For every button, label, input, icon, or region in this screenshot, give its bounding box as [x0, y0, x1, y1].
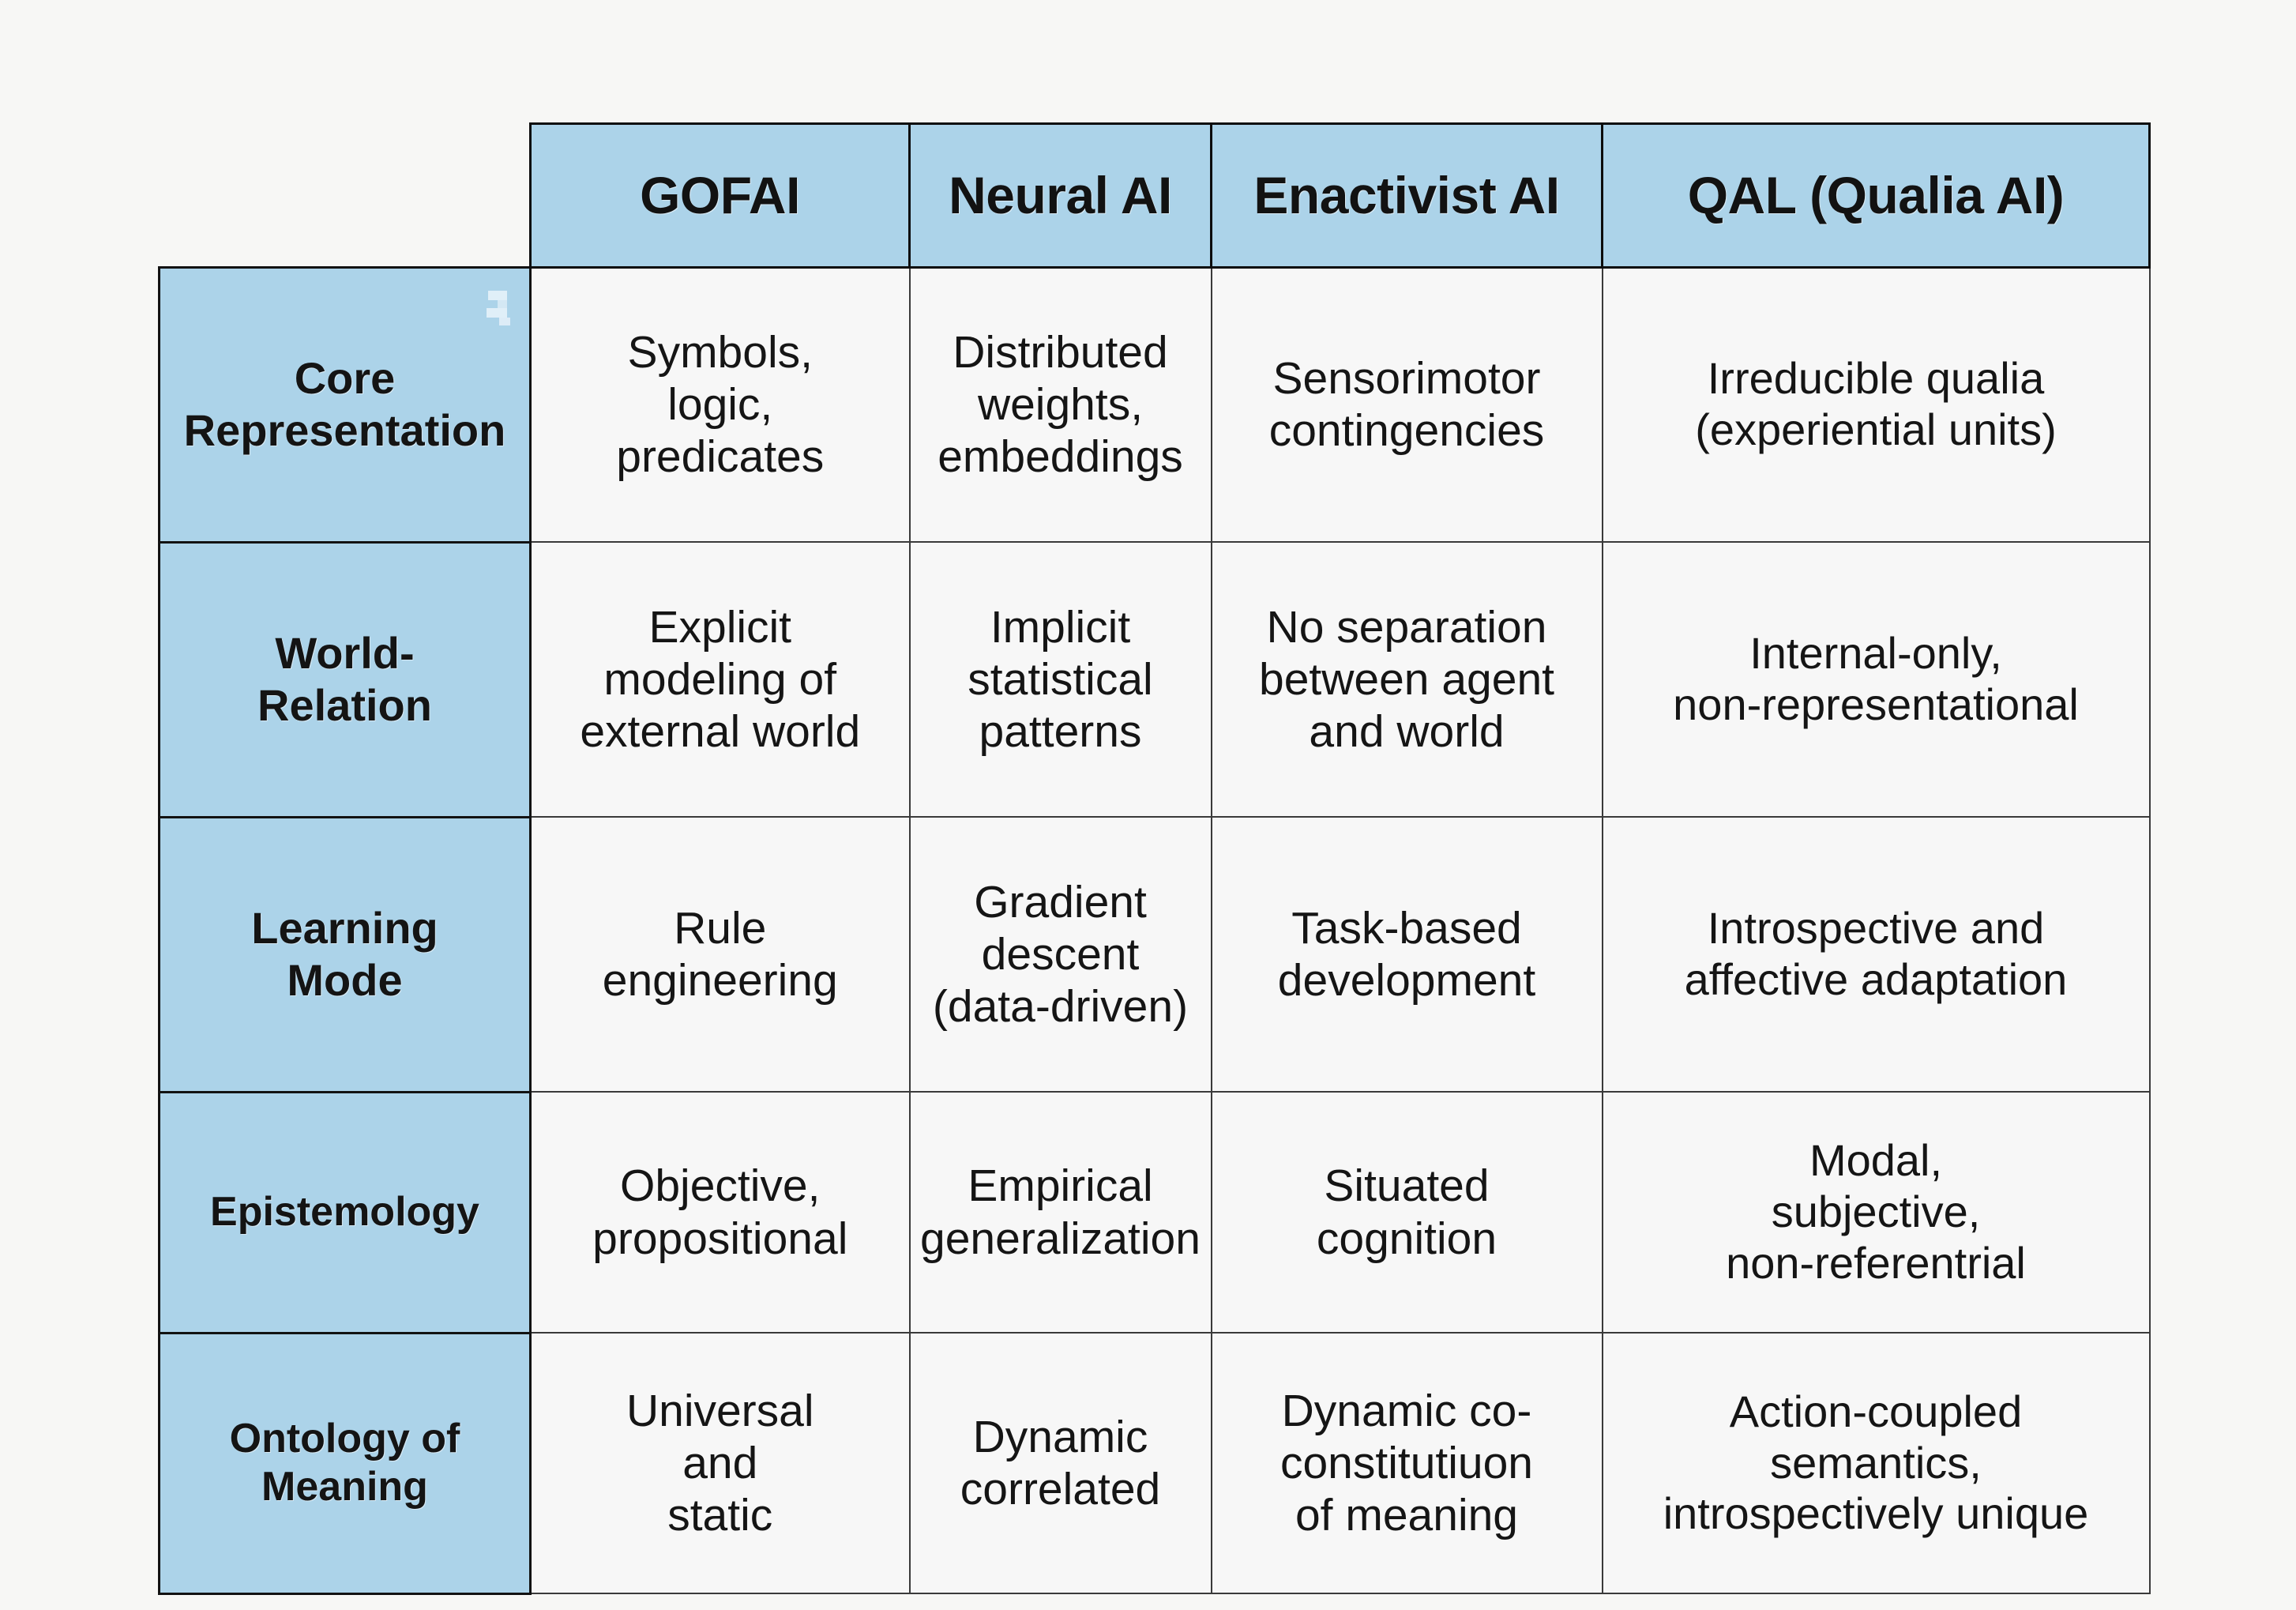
ai-paradigm-comparison-table: GOFAI Neural AI Enactivist AI QAL (Quali… [158, 122, 2151, 1595]
cell-learning-mode-neural: Gradient descent (data-driven) [908, 816, 1212, 1093]
white-pixel-artifact [485, 290, 512, 327]
table-row-core-representation: Core Representation Symbols, logic, pred… [158, 265, 2151, 544]
table-corner-cell [160, 124, 531, 268]
cell-ontology-gofai: Universal and static [529, 1332, 911, 1594]
cell-core-representation-enactivist: Sensorimotor contingencies [1210, 266, 1603, 543]
cell-world-relation-gofai: Explicit modeling of external world [529, 541, 911, 818]
cell-epistemology-enactivist: Situated cognition [1210, 1091, 1603, 1334]
column-header-gofai: GOFAI [529, 122, 911, 269]
table-row-ontology-of-meaning: Ontology of Meaning Universal and static… [158, 1331, 2151, 1595]
table-row-world-relation: World- Relation Explicit modeling of ext… [158, 540, 2151, 818]
table-row-learning-mode: Learning Mode Rule engineering Gradient … [158, 815, 2151, 1093]
cell-epistemology-neural: Empirical generalization [908, 1091, 1212, 1334]
row-label-epistemology: Epistemology [158, 1090, 532, 1334]
cell-learning-mode-qal: Introspective and affective adaptation [1601, 816, 2151, 1093]
cell-world-relation-enactivist: No separation between agent and world [1210, 541, 1603, 818]
cell-core-representation-gofai: Symbols, logic, predicates [529, 266, 911, 543]
cell-epistemology-gofai: Objective, propositional [529, 1091, 911, 1334]
table-row-epistemology: Epistemology Objective, propositional Em… [158, 1090, 2151, 1334]
cell-core-representation-qal: Irreducible qualia (experiential units) [1601, 266, 2151, 543]
column-header-enactivist-ai: Enactivist AI [1210, 122, 1603, 269]
row-label-learning-mode: Learning Mode [158, 815, 532, 1093]
cell-world-relation-neural: Implicit statistical patterns [908, 541, 1212, 818]
cell-learning-mode-enactivist: Task-based development [1210, 816, 1603, 1093]
column-header-qal: QAL (Qualia AI) [1601, 122, 2151, 269]
cell-core-representation-neural: Distributed weights, embeddings [908, 266, 1212, 543]
row-label-ontology-of-meaning: Ontology of Meaning [158, 1331, 532, 1595]
row-label-text: Core Representation [183, 352, 506, 455]
cell-ontology-neural: Dynamic correlated [908, 1332, 1212, 1594]
row-label-core-representation: Core Representation [158, 265, 532, 544]
cell-learning-mode-gofai: Rule engineering [529, 816, 911, 1093]
column-header-neural-ai: Neural AI [908, 122, 1212, 269]
table-header: GOFAI Neural AI Enactivist AI QAL (Quali… [160, 122, 2151, 269]
cell-epistemology-qal: Modal, subjective, non-referentrial [1601, 1091, 2151, 1334]
header-row: GOFAI Neural AI Enactivist AI QAL (Quali… [160, 122, 2151, 269]
table-body: Core Representation Symbols, logic, pred… [158, 265, 2151, 1595]
cell-ontology-enactivist: Dynamic co- constitutiuon of meaning [1210, 1332, 1603, 1594]
cell-world-relation-qal: Internal-only, non-representational [1601, 541, 2151, 818]
cell-ontology-qal: Action-coupled semantics, introspectivel… [1601, 1332, 2151, 1594]
row-label-world-relation: World- Relation [158, 540, 532, 818]
